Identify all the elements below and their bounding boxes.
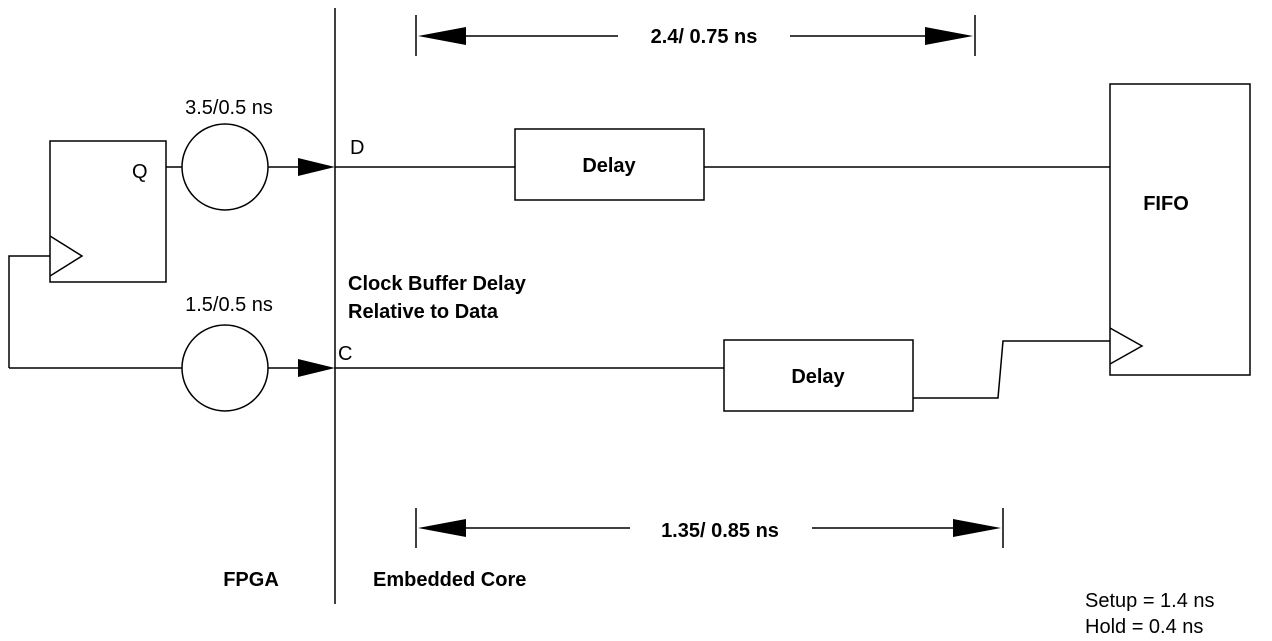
bottom-dimension-arrow: [415, 508, 1004, 548]
clock-delay-block: [723, 339, 914, 412]
data-buffer: [181, 123, 269, 211]
d-pin-label: D: [350, 137, 364, 159]
clock-buffer: [181, 324, 269, 412]
bottom-dimension-label: 1.35/ 0.85 ns: [661, 520, 779, 542]
data-buffer-delay-label: 3.5/0.5 ns: [185, 97, 273, 119]
data-delay-label: Delay: [582, 155, 636, 177]
top-dimension-arrow: [415, 15, 976, 56]
clock-note-line2: Relative to Data: [348, 301, 499, 323]
clock-feed-to-ff: [8, 255, 50, 368]
clock-note-line1: Clock Buffer Delay: [348, 273, 527, 295]
clock-buffer-delay-label: 1.5/0.5 ns: [185, 294, 273, 316]
setup-time-label: Setup = 1.4 ns: [1085, 590, 1215, 612]
top-dimension-label: 2.4/ 0.75 ns: [651, 26, 758, 48]
fifo-block: [1109, 83, 1251, 376]
fifo-label: FIFO: [1143, 193, 1189, 215]
c-pin-arrow: [298, 359, 335, 377]
clock-wire-delay-to-fifo: [913, 340, 1110, 399]
hold-time-label: Hold = 0.4 ns: [1085, 616, 1203, 638]
embedded-core-region-label: Embedded Core: [373, 569, 526, 591]
clock-delay-label: Delay: [791, 366, 845, 388]
fpga-region-label: FPGA: [223, 569, 279, 591]
flip-flop-q-label: Q: [132, 161, 148, 183]
d-pin-arrow: [298, 158, 335, 176]
data-delay-block: [514, 128, 705, 201]
flip-flop: [49, 140, 167, 283]
c-pin-label: C: [338, 343, 352, 365]
